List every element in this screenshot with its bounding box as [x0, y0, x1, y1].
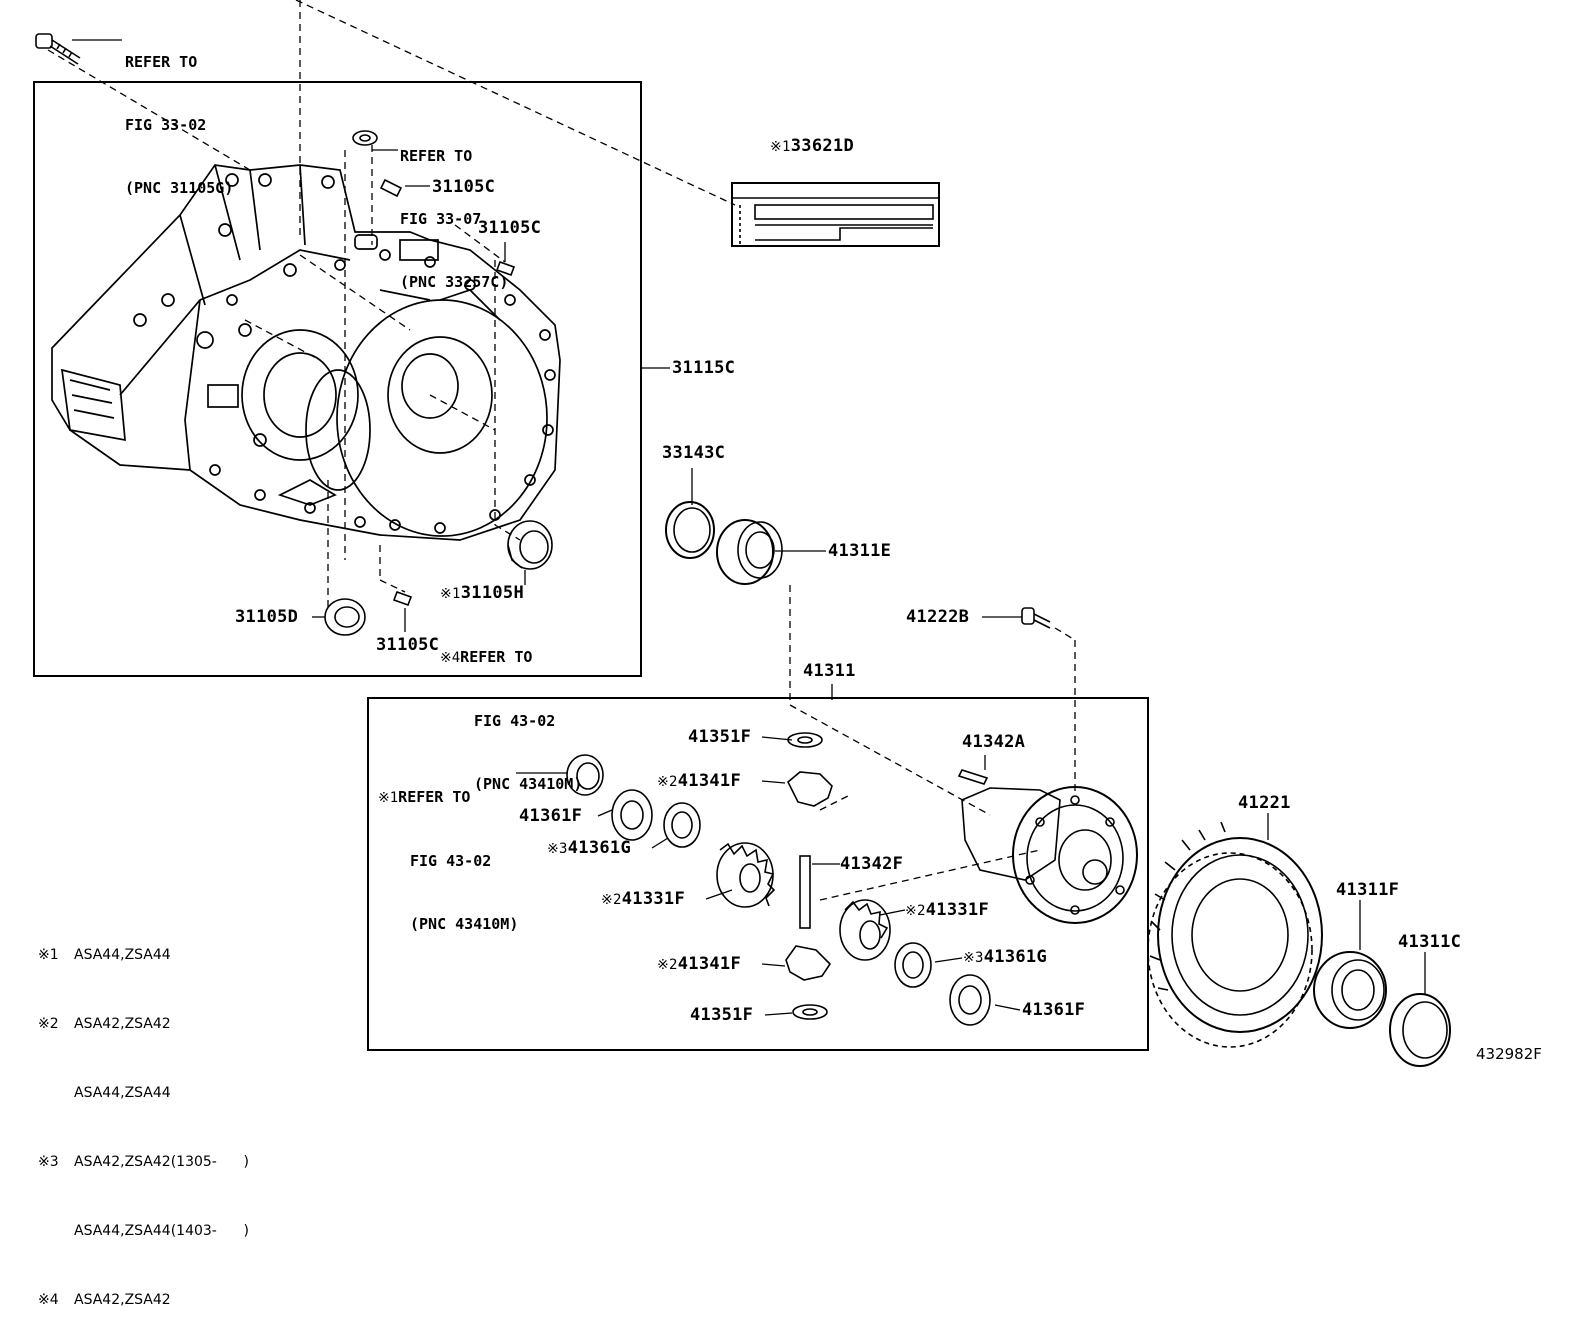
pinion-gear-icon	[785, 771, 833, 981]
ref-line: FIG 33-02	[125, 116, 207, 134]
snap-ring-icon	[1389, 993, 1451, 1067]
ref-line: (PNC 43410M)	[474, 775, 583, 793]
part-label-41331F[interactable]: ※241331F	[905, 900, 989, 920]
part-label-41222B[interactable]: 41222B	[906, 607, 970, 627]
variant-mark: ※3	[547, 841, 568, 857]
legend-text: ASA44,ZSA44(1403- )	[74, 1223, 249, 1239]
parts-diagram	[35, 0, 1451, 1067]
legend-text: ASA44,ZSA44	[74, 947, 171, 963]
legend-text: ASA42,ZSA42	[74, 1016, 171, 1032]
housing-group-frame	[33, 81, 642, 677]
legend-text: ASA42,ZSA42	[74, 1292, 171, 1308]
part-label-41361G[interactable]: ※341361G	[547, 838, 631, 858]
legend-mark: ※1	[38, 947, 59, 963]
washer-icon	[352, 130, 378, 146]
figure-number: 432982F	[1476, 1045, 1542, 1063]
variant-mark: ※2	[657, 957, 678, 973]
ref-top-bolt: REFER TO FIG 33-02 (PNC 31105G)	[125, 10, 233, 220]
part-label-41311[interactable]: 41311	[803, 661, 856, 681]
variant-mark: ※2	[601, 892, 622, 908]
ref-line: FIG 43-02	[410, 852, 492, 870]
part-label-41341F[interactable]: ※241341F	[657, 771, 741, 791]
ref-line: REFER TO	[400, 147, 473, 165]
ref-seal-right: ※4REFER TO FIG 43-02 (PNC 43410M)	[440, 605, 582, 816]
part-label-41361F[interactable]: 41361F	[519, 806, 583, 826]
thrust-washer-icon	[611, 732, 991, 1026]
part-label-41361F[interactable]: 41361F	[1022, 1000, 1086, 1020]
oil-seal-icon	[507, 520, 553, 570]
bolt-icon	[1021, 607, 1051, 629]
part-label-41351F[interactable]: 41351F	[690, 1005, 754, 1025]
part-label-31105H[interactable]: ※131105H	[440, 583, 524, 603]
part-label-41361G[interactable]: ※341361G	[963, 947, 1047, 967]
part-label-41311E[interactable]: 41311E	[828, 541, 892, 561]
solid-leaders	[72, 39, 1426, 1016]
variant-mark: ※1	[378, 790, 399, 806]
snap-ring-icon	[665, 501, 715, 559]
legend-mark: ※3	[38, 1154, 59, 1170]
bearing-icon	[1313, 951, 1387, 1029]
part-label-41341F[interactable]: ※241341F	[657, 954, 741, 974]
side-gear-icon	[716, 842, 891, 961]
ref-line: (PNC 43410M)	[410, 915, 519, 933]
part-label-41351F[interactable]: 41351F	[688, 727, 752, 747]
ref-line: ※4REFER TO	[440, 648, 533, 666]
bearing-icon	[716, 519, 783, 585]
legend-text: ASA42,ZSA42(1305- )	[74, 1154, 249, 1170]
differential-case-drawing	[961, 786, 1138, 924]
part-label-33621D[interactable]: ※133621D	[770, 136, 854, 156]
legend-row: ASA44,ZSA44(1403- )	[38, 1220, 249, 1243]
ring-gear-drawing	[1147, 821, 1323, 1048]
legend-row: ※4 ASA42,ZSA42	[38, 1289, 249, 1312]
part-label-31105C[interactable]: 31105C	[478, 218, 542, 238]
legend-row: ※2 ASA42,ZSA42	[38, 1013, 249, 1036]
oil-seal-icon	[566, 754, 604, 796]
legend-row: ※3 ASA42,ZSA42(1305- )	[38, 1151, 249, 1174]
legend-row: ASA44,ZSA44	[38, 1082, 249, 1105]
variant-mark: ※4	[440, 650, 461, 666]
ref-line: (PNC 33257C)	[400, 273, 509, 291]
variant-mark: ※1	[440, 586, 461, 602]
bolt-icon	[35, 33, 81, 65]
part-label-41342A[interactable]: 41342A	[962, 732, 1026, 752]
part-label-31105D[interactable]: 31105D	[235, 607, 299, 627]
part-label-41311C[interactable]: 41311C	[1398, 932, 1462, 952]
legend-row: ※1 ASA44,ZSA44	[38, 944, 249, 967]
ref-line: FIG 33-07	[400, 210, 482, 228]
part-label-41342F[interactable]: 41342F	[840, 854, 904, 874]
ref-pin-top: REFER TO FIG 33-07 (PNC 33257C)	[400, 104, 508, 314]
oil-seal-icon	[324, 598, 366, 636]
pin-icon	[957, 769, 989, 785]
part-label-41221[interactable]: 41221	[1238, 793, 1291, 813]
part-label-33143C[interactable]: 33143C	[662, 443, 726, 463]
ref-line: ※1REFER TO	[378, 788, 471, 806]
legend-text: ASA44,ZSA44	[74, 1085, 171, 1101]
ref-line: (PNC 31105G)	[125, 179, 234, 197]
caution-label-drawing	[731, 182, 940, 247]
part-label-41311F[interactable]: 41311F	[1336, 880, 1400, 900]
legend-mark: ※4	[38, 1292, 59, 1308]
part-label-41331F[interactable]: ※241331F	[601, 889, 685, 909]
ref-line: REFER TO	[125, 53, 198, 71]
ref-line: FIG 43-02	[474, 712, 556, 730]
variant-mark: ※2	[657, 774, 678, 790]
part-label-31105C[interactable]: 31105C	[432, 177, 496, 197]
part-label-31105C[interactable]: 31105C	[376, 635, 440, 655]
pinion-shaft-icon	[799, 855, 811, 929]
differential-group-frame	[367, 697, 1149, 1051]
ref-seal-left: ※1REFER TO FIG 43-02 (PNC 43410M)	[378, 745, 518, 956]
variant-mark: ※3	[963, 950, 984, 966]
transaxle-housing-drawing	[51, 164, 561, 541]
variant-mark: ※2	[905, 903, 926, 919]
part-label-31115C[interactable]: 31115C	[672, 358, 736, 378]
dowel-pin-icon	[379, 178, 516, 607]
legend-mark: ※2	[38, 1016, 59, 1032]
variant-mark: ※1	[770, 139, 791, 155]
